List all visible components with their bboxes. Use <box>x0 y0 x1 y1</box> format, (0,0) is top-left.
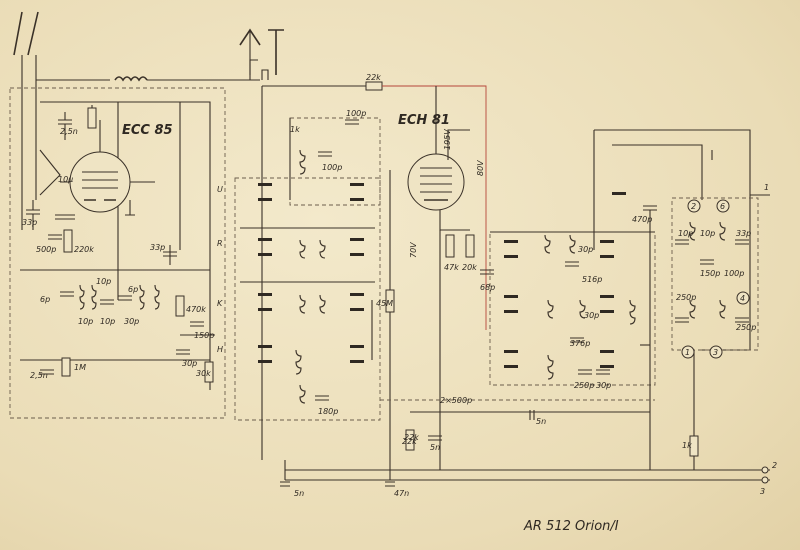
svg-text:10p: 10p <box>96 277 111 286</box>
svg-text:33p: 33p <box>22 218 37 227</box>
svg-text:2,5n: 2,5n <box>60 127 78 136</box>
svg-text:22k: 22k <box>402 437 417 446</box>
svg-text:5n: 5n <box>536 417 546 426</box>
svg-text:250p: 250p <box>736 323 756 332</box>
svg-text:45M: 45M <box>376 299 393 308</box>
svg-text:1k: 1k <box>682 441 692 450</box>
svg-text:6p: 6p <box>128 285 138 294</box>
svg-text:30p: 30p <box>124 317 139 326</box>
svg-text:33p: 33p <box>736 229 751 238</box>
svg-text:150p: 150p <box>194 331 214 340</box>
antenna-input <box>13 11 284 230</box>
svg-text:47n: 47n <box>394 489 409 498</box>
tube-label-ecc85: ECC 85 <box>122 123 173 138</box>
svg-text:10p: 10p <box>700 229 715 238</box>
svg-text:68p: 68p <box>480 283 495 292</box>
svg-text:1M: 1M <box>74 363 86 372</box>
svg-text:6p: 6p <box>40 295 50 304</box>
svg-text:30p: 30p <box>584 311 599 320</box>
svg-text:500p: 500p <box>36 245 56 254</box>
svg-text:1k: 1k <box>290 125 300 134</box>
schematic-title: AR 512 Orion/I <box>523 519 619 534</box>
svg-text:6: 6 <box>720 202 725 211</box>
svg-text:470p: 470p <box>632 215 652 224</box>
middle-component-labels: 100p 100p 1k 47n 5n 180p 45M <box>290 109 409 498</box>
terminal-1: 1 <box>764 183 769 192</box>
band-labels: U R K H <box>217 185 223 354</box>
svg-text:33p: 33p <box>150 243 165 252</box>
svg-text:180p: 180p <box>318 407 338 416</box>
svg-text:220k: 220k <box>74 245 94 254</box>
svg-text:150p: 150p <box>700 269 720 278</box>
tube-ech81: ECH 81 195V 80V 70V <box>398 86 485 258</box>
svg-text:516p: 516p <box>582 275 602 284</box>
svg-text:30k: 30k <box>196 369 211 378</box>
svg-text:250p: 250p <box>574 381 594 390</box>
svg-text:4: 4 <box>740 294 745 303</box>
svg-text:100p: 100p <box>346 109 366 118</box>
svg-text:5n: 5n <box>430 443 440 452</box>
svg-text:10p: 10p <box>678 229 693 238</box>
output-terminals: 1 2 3 <box>760 183 777 496</box>
band-letter-r: R <box>217 239 223 248</box>
svg-text:2×500p: 2×500p <box>440 396 472 405</box>
svg-text:47k: 47k <box>444 263 459 272</box>
band-letter-u: U <box>217 185 223 194</box>
svg-text:195V: 195V <box>443 129 452 150</box>
svg-text:470k: 470k <box>186 305 206 314</box>
svg-text:376p: 376p <box>570 339 590 348</box>
left-component-labels: 2,5n 10µ 33p 500p 220k 33p 10p 6p 10p 30… <box>22 127 214 380</box>
svg-text:5n: 5n <box>294 489 304 498</box>
tube-ecc85: ECC 85 <box>60 105 173 213</box>
svg-text:100p: 100p <box>322 163 342 172</box>
svg-text:30p: 30p <box>182 359 197 368</box>
svg-text:2: 2 <box>691 202 696 211</box>
svg-text:30p: 30p <box>578 245 593 254</box>
svg-text:20k: 20k <box>462 263 477 272</box>
circled-markers: 2 6 4 1 3 <box>681 199 750 359</box>
tube-label-ech81: ECH 81 <box>398 113 450 128</box>
band-switch-block <box>234 86 770 487</box>
svg-text:30p: 30p <box>596 381 611 390</box>
svg-text:100p: 100p <box>724 269 744 278</box>
left-stage-components <box>20 112 215 383</box>
svg-text:1: 1 <box>685 348 690 357</box>
left-stage-enclosure <box>9 87 226 419</box>
svg-text:10p: 10p <box>100 317 115 326</box>
switch-contacts <box>258 183 626 368</box>
svg-text:70V: 70V <box>409 242 418 258</box>
right-component-labels: 22k 47k 20k 68p 470p 30p 516p 30p 376p 2… <box>402 215 756 452</box>
svg-text:3: 3 <box>713 348 718 357</box>
svg-text:22k: 22k <box>404 433 419 442</box>
svg-text:2,5n: 2,5n <box>30 371 48 380</box>
svg-text:10p: 10p <box>78 317 93 326</box>
terminal-2: 2 <box>772 461 777 470</box>
band-letter-h: H <box>217 345 223 354</box>
svg-text:10µ: 10µ <box>58 175 73 184</box>
svg-text:22k: 22k <box>366 73 381 82</box>
svg-text:80V: 80V <box>476 160 485 176</box>
right-stage <box>380 129 770 484</box>
resistor-22k-top: 22k <box>262 73 487 330</box>
terminal-3: 3 <box>760 487 765 496</box>
band-letter-k: K <box>217 299 223 308</box>
svg-text:250p: 250p <box>676 293 696 302</box>
